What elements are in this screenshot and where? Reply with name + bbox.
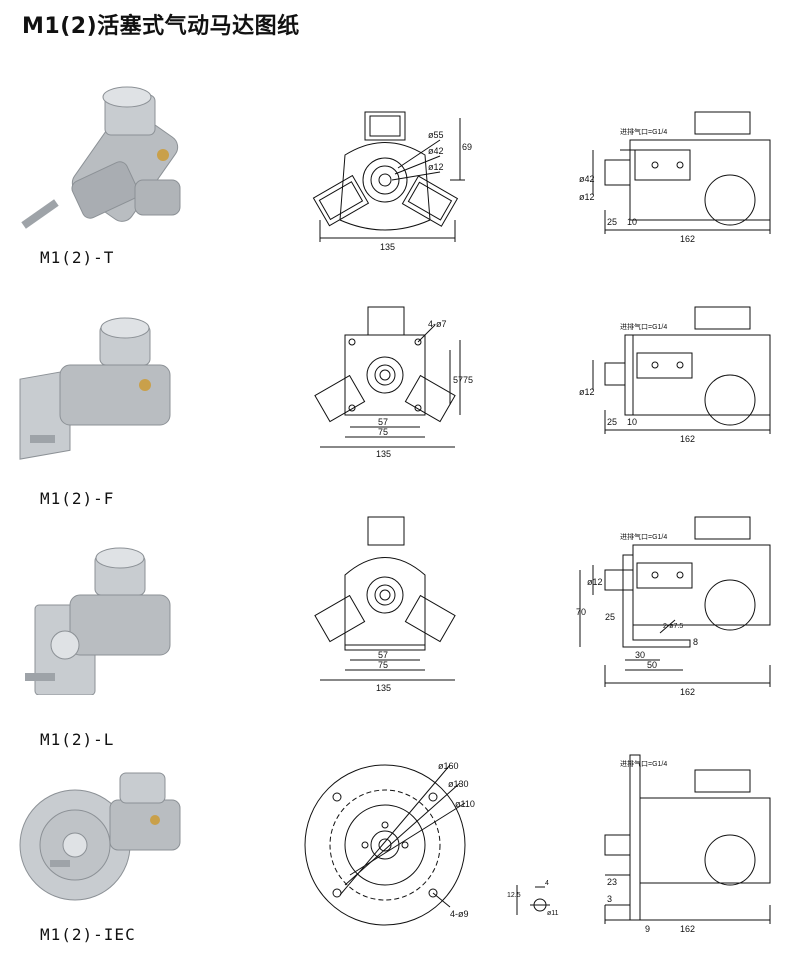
dim-9: 9 [645, 924, 650, 934]
dim-3: 3 [607, 894, 612, 904]
dim-w57: 57 [378, 417, 388, 427]
front-view-f: 4-ø7 57 75 57 75 135 [314, 306, 473, 459]
dim-10: 10 [627, 217, 637, 227]
variant-row-iec: M1(2)-IEC ø160 ø130 ø110 4-ø9 12.5 [0, 754, 800, 960]
dim-69: 69 [462, 142, 472, 152]
dim-w135: 135 [376, 449, 391, 459]
variant-row-l: M1(2)-L 57 75 135 [0, 516, 800, 750]
dim-d42: ø42 [428, 146, 444, 156]
dim-h57: 57 [453, 375, 463, 385]
variant-label-t: M1(2)-T [40, 248, 115, 267]
dim-d55: ø55 [428, 130, 444, 140]
dim-25: 25 [605, 612, 615, 622]
dim-23: 23 [607, 877, 617, 887]
variant-label-f: M1(2)-F [40, 489, 115, 508]
dim-30: 30 [635, 650, 645, 660]
dim-135: 135 [380, 242, 395, 252]
dim-w75: 75 [378, 427, 388, 437]
dim-25: 25 [607, 217, 617, 227]
dim-w57: 57 [378, 650, 388, 660]
dim-162: 162 [680, 234, 695, 244]
port-note: 进排气口=G1/4 [620, 532, 667, 541]
page-title: M1(2)活塞式气动马达图纸 [22, 14, 300, 39]
dim-50: 50 [647, 660, 657, 670]
dim-d12: ø12 [579, 192, 595, 202]
dim-162: 162 [680, 687, 695, 697]
dim-d11: ø11 [547, 910, 559, 917]
dim-d160: ø160 [438, 761, 459, 771]
dim-w75: 75 [378, 660, 388, 670]
dim-d12: ø12 [579, 387, 595, 397]
side-view-f: 进排气口=G1/4 ø12 25 10 162 [579, 306, 771, 444]
dim-70: 70 [576, 607, 586, 617]
port-note: 进排气口=G1/4 [620, 759, 667, 768]
variant-label-iec: M1(2)-IEC [40, 925, 136, 944]
dim-4: 4 [545, 880, 549, 887]
dim-h75: 75 [463, 375, 473, 385]
dim-w135: 135 [376, 683, 391, 693]
dim-holes: 4-ø9 [450, 909, 469, 919]
motor-photo-iec [19, 772, 181, 901]
side-view-t: 进排气口=G1/4 ø42 ø12 25 10 162 [579, 111, 771, 244]
dim-8: 8 [693, 637, 698, 647]
side-view-iec: 进排气口=G1/4 23 3 9 162 [604, 754, 771, 934]
motor-photo-l [25, 547, 171, 695]
front-view-t: 135 69 ø55 ø42 ø12 [312, 111, 472, 252]
port-note: 进排气口=G1/4 [620, 322, 667, 331]
dim-d130: ø130 [448, 779, 469, 789]
dim-d42: ø42 [579, 174, 595, 184]
motor-photo-t [21, 86, 181, 229]
dim-12-5: 12.5 [507, 892, 521, 899]
dim-d12: ø12 [587, 577, 603, 587]
dim-holes: 2-ø7.5 [663, 623, 683, 630]
detail-view-iec: 12.5 4 ø11 [507, 880, 559, 917]
variant-row-t: M1(2)-T 135 69 ø55 ø42 ø12 [0, 80, 800, 280]
dim-162: 162 [680, 924, 695, 934]
dim-d110: ø110 [455, 799, 475, 809]
dim-d12: ø12 [428, 162, 444, 172]
variant-row-f: M1(2)-F 4-ø7 57 75 57 75 135 [0, 305, 800, 515]
dim-25: 25 [607, 417, 617, 427]
dim-162: 162 [680, 434, 695, 444]
port-note: 进排气口=G1/4 [620, 127, 667, 136]
side-view-l: 进排气口=G1/4 70 ø12 25 2-ø7.5 8 30 50 162 [576, 516, 771, 697]
dim-holes: 4-ø7 [428, 319, 447, 329]
dim-10: 10 [627, 417, 637, 427]
front-view-iec: ø160 ø130 ø110 4-ø9 [304, 761, 475, 926]
motor-photo-f [19, 317, 171, 460]
front-view-l: 57 75 135 [314, 516, 456, 693]
variant-label-l: M1(2)-L [40, 730, 115, 749]
